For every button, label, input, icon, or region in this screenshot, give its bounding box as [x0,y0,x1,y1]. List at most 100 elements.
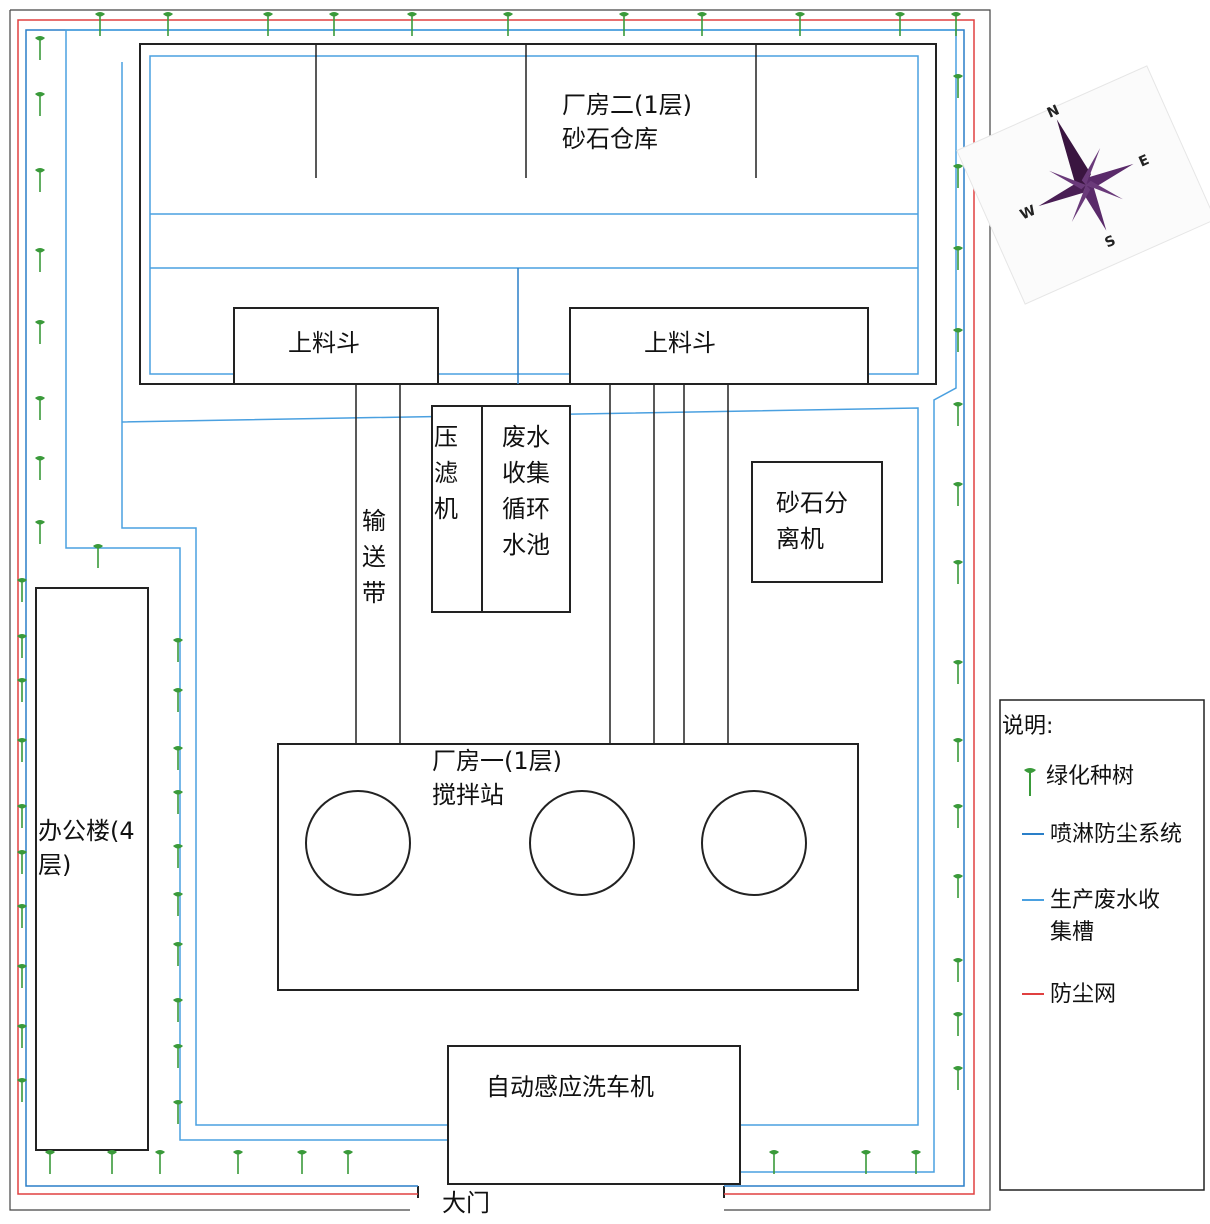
tree-icon [951,12,961,36]
factory1-title: 厂房一(1层) [432,747,562,775]
tree-icon [35,456,45,480]
legend-tree-icon [1024,768,1036,796]
drain-line-outer [65,29,957,1173]
tree-icon [953,738,963,762]
tree-icon [697,12,707,36]
compass-s-needle [1082,185,1107,231]
tree-icon [155,1150,165,1174]
compass-w-needle [1038,181,1086,207]
tree-icon [173,1044,183,1068]
pool-label-1: 废水 [502,423,550,451]
conveyor-label-2: 送 [362,543,386,571]
conveyor-label-1: 输 [362,507,386,535]
tree-icon [329,12,339,36]
legend-item-spray: 喷淋防尘系统 [1050,822,1183,847]
factory2-inner-drain [149,55,919,375]
tree-icon [953,958,963,982]
tree-icon [503,12,513,36]
conveyor-label-3: 带 [362,579,386,607]
tree-icon [95,12,105,36]
filter-press-box [431,405,483,613]
filter-press-label-1: 压 [434,423,458,451]
tree-icon [107,1150,117,1174]
pool-label-3: 循环 [502,495,550,523]
hopper-left-label: 上料斗 [288,329,360,357]
tree-icon [953,560,963,584]
tree-icon [953,246,963,270]
tree-icon [93,544,103,568]
legend-box [999,699,1205,1191]
tree-icon [173,746,183,770]
trees-group [17,12,963,1174]
tree-icon [173,638,183,662]
legend-title: 说明: [1002,714,1054,739]
car-washer-box [447,1045,741,1185]
tree-icon [173,844,183,868]
tree-icon [953,874,963,898]
factory2-title: 厂房二(1层) [562,91,692,119]
mixer-tank-3 [701,790,807,896]
tree-icon [17,804,27,828]
compass-w-label: W [1018,203,1039,224]
tree-icon [769,1150,779,1174]
compass-diag-3 [1086,180,1123,200]
tree-icon [953,1066,963,1090]
tree-icon [35,320,45,344]
hopper-right-box [569,307,869,385]
pool-label-4: 水池 [502,531,550,559]
tree-icon [17,738,27,762]
tree-icon [861,1150,871,1174]
legend-item-drain-1: 生产废水收 [1050,888,1161,913]
tree-icon [619,12,629,36]
tree-icon [17,1024,27,1048]
tree-icon [173,688,183,712]
tree-icon [953,482,963,506]
tree-icon [953,660,963,684]
compass-e-needle [1086,163,1134,189]
separator-label-1: 砂石分 [776,489,848,517]
compass-rose: N E S W [956,65,1210,305]
tree-icon [263,12,273,36]
tree-icon [35,520,45,544]
tree-icon [233,1150,243,1174]
tree-icon [953,74,963,98]
tree-icon [17,964,27,988]
tree-icon [173,790,183,814]
tree-icon [17,578,27,602]
tree-icon [163,12,173,36]
office-label-1: 办公楼(4 [38,817,135,845]
tree-icon [895,12,905,36]
tree-icon [35,92,45,116]
mixer-tank-2 [529,790,635,896]
tree-icon [17,850,27,874]
tree-icon [35,396,45,420]
tree-icon [173,1100,183,1124]
wastewater-pool-box [481,405,571,613]
filter-press-label-3: 机 [434,495,458,523]
tree-icon [953,804,963,828]
compass-diag-2 [1071,185,1091,222]
tree-icon [911,1150,921,1174]
site-boundary [9,9,991,1211]
tree-icon [17,1078,27,1102]
tree-icon [35,248,45,272]
compass-diag-4 [1049,170,1086,190]
separator-label-2: 离机 [776,525,824,553]
car-washer-label: 自动感应洗车机 [486,1073,654,1101]
hopper-left-box [233,307,439,385]
tree-icon [173,942,183,966]
legend-item-drain-2: 集槽 [1050,920,1095,945]
hopper-right-label: 上料斗 [644,329,716,357]
tree-icon [953,164,963,188]
factory2-subtitle: 砂石仓库 [562,125,658,153]
tree-icon [953,328,963,352]
factory2-outline [139,43,937,385]
filter-press-label-2: 滤 [434,459,458,487]
tree-icon [173,892,183,916]
tree-icon [17,634,27,658]
tree-icon [17,904,27,928]
legend-item-trees: 绿化种树 [1046,764,1135,789]
tree-icon [953,1012,963,1036]
tree-icon [343,1150,353,1174]
